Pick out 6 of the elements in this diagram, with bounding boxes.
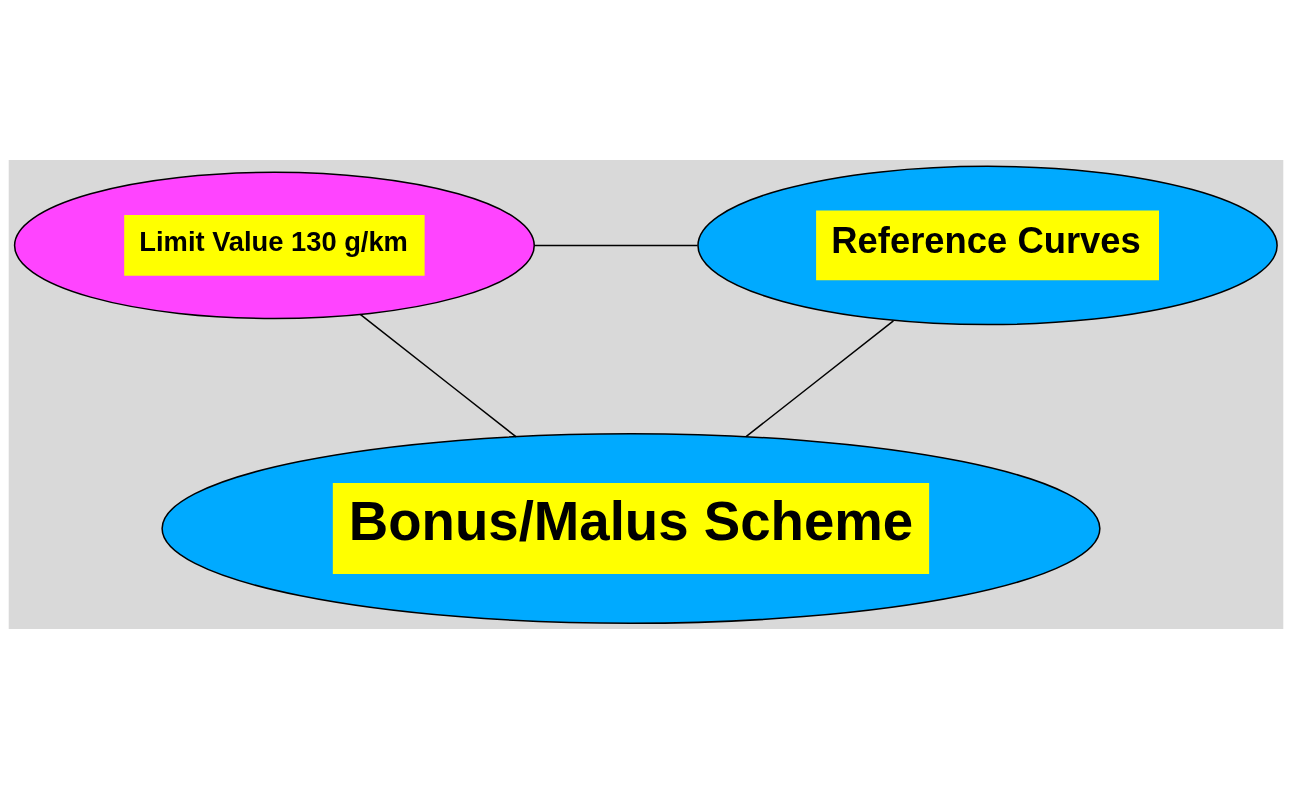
node-ellipse: Reference Curves: [697, 165, 1278, 326]
connector: [359, 313, 517, 438]
node-ellipse: Bonus/Malus Scheme: [161, 433, 1101, 624]
connector: [533, 244, 699, 247]
connector: [745, 320, 895, 438]
node-ellipse: Limit Value 130 g/km: [13, 171, 535, 320]
